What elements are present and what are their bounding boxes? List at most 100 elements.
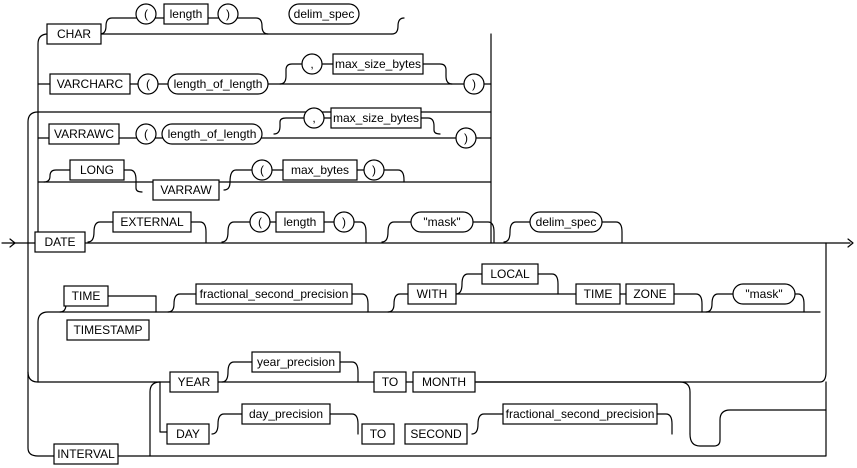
open-paren-label: (	[260, 163, 264, 177]
keyword-varcharc-label: VARCHARC	[57, 77, 124, 91]
interval-branch	[27, 371, 827, 457]
keyword-with: WITH	[407, 283, 457, 305]
param-fractional-second-precision-label: fractional_second_precision	[200, 287, 349, 301]
keyword-interval: INTERVAL	[53, 443, 119, 465]
literal-mask-label: "mask"	[423, 215, 460, 229]
keyword-zone-label: ZONE	[633, 287, 666, 301]
keyword-day: DAY	[166, 423, 210, 445]
param-max-size-bytes: max_size_bytes	[332, 53, 424, 75]
keyword-interval-label: INTERVAL	[57, 447, 115, 461]
keyword-with-label: WITH	[417, 287, 448, 301]
param-length: length	[275, 211, 325, 233]
keyword-char-label: CHAR	[57, 27, 91, 41]
close-paren-label: )	[472, 77, 476, 91]
close-paren: )	[217, 3, 239, 25]
param-fractional-second-precision-label: fractional_second_precision	[506, 407, 655, 421]
keyword-varrawc-label: VARRAWC	[54, 127, 114, 141]
keyword-to: TO	[361, 423, 395, 445]
keyword-date-label: DATE	[44, 235, 75, 249]
literal-mask: "mask"	[732, 283, 796, 305]
open-paren: (	[135, 3, 157, 25]
keyword-char: CHAR	[46, 23, 102, 45]
with-tz-optional	[387, 293, 703, 313]
char-merge	[391, 17, 405, 35]
keyword-date: DATE	[34, 231, 86, 253]
param-day-precision: day_precision	[241, 403, 331, 425]
param-max-size-bytes-label: max_size_bytes	[333, 111, 419, 125]
param-length-label: length	[284, 215, 317, 229]
param-year-precision-label: year_precision	[257, 355, 335, 369]
date-length-optional	[221, 221, 367, 243]
param-day-precision-label: day_precision	[249, 407, 323, 421]
keyword-time: TIME	[575, 283, 621, 305]
comma: ,	[303, 107, 325, 129]
comma-label: ,	[312, 111, 315, 125]
interval-merge	[475, 381, 691, 435]
comma: ,	[301, 53, 323, 75]
param-length-of-length-label: length_of_length	[174, 77, 263, 91]
param-delim-spec-label: delim_spec	[536, 215, 597, 229]
param-fractional-second-precision: fractional_second_precision	[195, 283, 353, 305]
ts-precision-optional	[167, 293, 369, 313]
open-paren-label: (	[258, 215, 262, 229]
open-paren: (	[249, 211, 271, 233]
keyword-long-label: LONG	[80, 163, 114, 177]
param-length-label: length	[170, 7, 203, 21]
close-paren: )	[463, 73, 485, 95]
keyword-external: EXTERNAL	[112, 211, 192, 233]
keyword-local: LOCAL	[481, 263, 539, 285]
param-max-size-bytes-label: max_size_bytes	[335, 57, 421, 71]
keyword-to-label: TO	[382, 375, 398, 389]
close-paren-label: )	[464, 131, 468, 145]
close-paren-label: )	[372, 163, 376, 177]
keyword-time-label: TIME	[584, 287, 613, 301]
close-paren-label: )	[226, 7, 230, 21]
param-max-bytes: max_bytes	[282, 159, 358, 181]
long-optional	[43, 169, 143, 193]
keyword-to: TO	[373, 371, 407, 393]
timestamp-branch	[37, 311, 821, 383]
param-length-of-length: length_of_length	[161, 123, 263, 145]
param-fractional-second-precision: fractional_second_precision	[502, 403, 658, 425]
keyword-time-label: TIME	[72, 289, 101, 303]
param-max-size-bytes: max_size_bytes	[330, 107, 422, 129]
end-arrow-icon	[847, 238, 854, 248]
interval-exit	[689, 409, 827, 447]
diagram-nodes: CHAR(length)delim_specVARCHARC(length_of…	[34, 3, 796, 465]
param-length: length	[163, 3, 209, 25]
keyword-second-label: SECOND	[410, 427, 462, 441]
keyword-second: SECOND	[404, 423, 468, 445]
keyword-zone: ZONE	[625, 283, 675, 305]
open-paren: (	[251, 159, 273, 181]
param-delim-spec: delim_spec	[288, 3, 360, 25]
open-paren: (	[135, 123, 157, 145]
param-length-of-length: length_of_length	[167, 73, 269, 95]
keyword-year: YEAR	[169, 371, 219, 393]
keyword-long: LONG	[69, 159, 125, 181]
close-paren: )	[363, 159, 385, 181]
arrowheads	[9, 238, 854, 248]
close-paren: )	[455, 127, 477, 149]
keyword-time: TIME	[63, 285, 109, 307]
param-max-bytes-label: max_bytes	[291, 163, 349, 177]
max-bytes-optional	[223, 169, 405, 191]
comma-label: ,	[310, 57, 313, 71]
keyword-year-label: YEAR	[178, 375, 211, 389]
literal-mask: "mask"	[410, 211, 474, 233]
keyword-varcharc: VARCHARC	[49, 73, 131, 95]
close-paren-label: )	[342, 215, 346, 229]
open-paren-label: (	[144, 7, 148, 21]
delim-spec-optional	[503, 221, 623, 243]
interval-choice-top	[149, 381, 161, 457]
ts-mask-optional	[705, 293, 805, 313]
open-paren: (	[137, 73, 159, 95]
mask-optional	[381, 221, 495, 243]
param-year-precision: year_precision	[251, 351, 341, 373]
day-precision-optional	[211, 413, 359, 435]
param-delim-spec: delim_spec	[529, 211, 603, 233]
keyword-timestamp: TIMESTAMP	[66, 319, 150, 341]
keyword-month-label: MONTH	[422, 375, 466, 389]
keyword-timestamp-label: TIMESTAMP	[73, 323, 142, 337]
keyword-local-label: LOCAL	[490, 267, 530, 281]
